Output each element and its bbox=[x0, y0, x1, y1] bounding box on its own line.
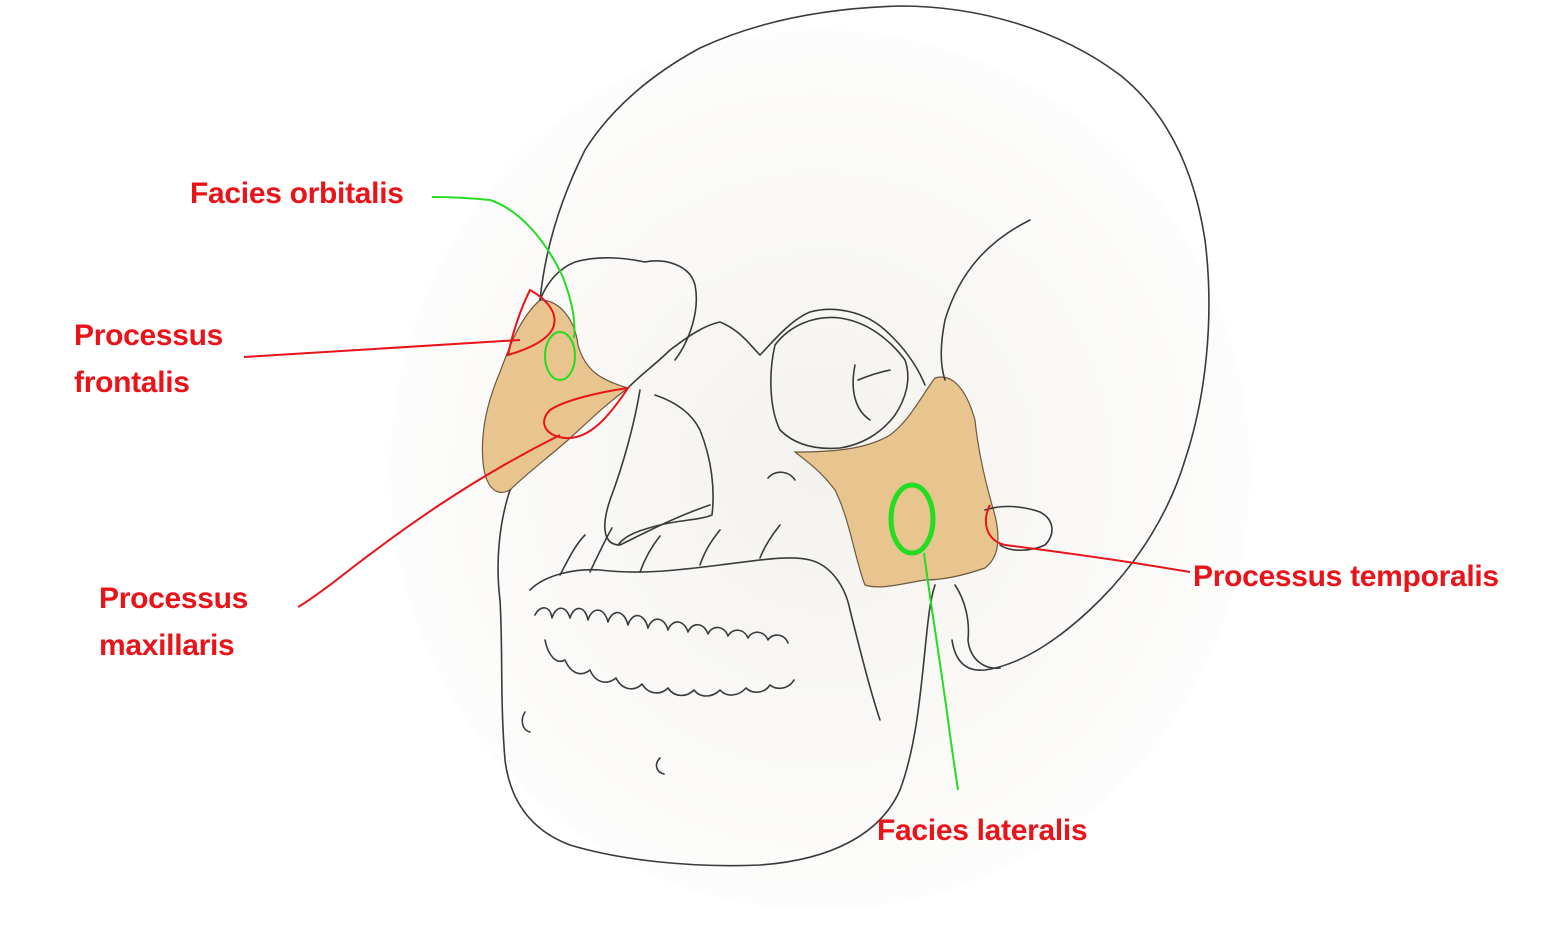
pointer-processus-temporalis bbox=[984, 504, 1191, 573]
label-facies-orbitalis-text: Facies orbitalis bbox=[190, 177, 404, 210]
label-processus-temporalis: Processus temporalis bbox=[1193, 553, 1499, 600]
pointer-processus-frontalis bbox=[243, 288, 556, 358]
pointer-processus-maxillaris bbox=[297, 386, 631, 608]
zygomatic-bone-left bbox=[481, 299, 630, 493]
label-processus-maxillaris-line2: maxillaris bbox=[99, 629, 235, 662]
zygomatic-bone-right bbox=[793, 376, 999, 588]
label-processus-maxillaris-line1: Processus bbox=[99, 582, 249, 615]
pointer-facies-orbitalis bbox=[431, 196, 576, 381]
label-processus-frontalis-line2: frontalis bbox=[74, 366, 190, 399]
skull-outline bbox=[497, 5, 1210, 867]
label-processus-maxillaris: Processus maxillaris bbox=[99, 575, 248, 669]
label-processus-frontalis-line1: Processus bbox=[74, 319, 224, 352]
pointer-facies-lateralis bbox=[888, 482, 959, 791]
label-facies-lateralis-text: Facies lateralis bbox=[877, 814, 1088, 847]
upper-teeth bbox=[534, 607, 789, 644]
label-processus-frontalis: Processus frontalis bbox=[74, 312, 223, 406]
label-facies-orbitalis: Facies orbitalis bbox=[190, 170, 404, 217]
label-processus-temporalis-text: Processus temporalis bbox=[1193, 560, 1499, 593]
label-facies-lateralis: Facies lateralis bbox=[877, 807, 1088, 854]
lower-teeth bbox=[544, 639, 795, 697]
